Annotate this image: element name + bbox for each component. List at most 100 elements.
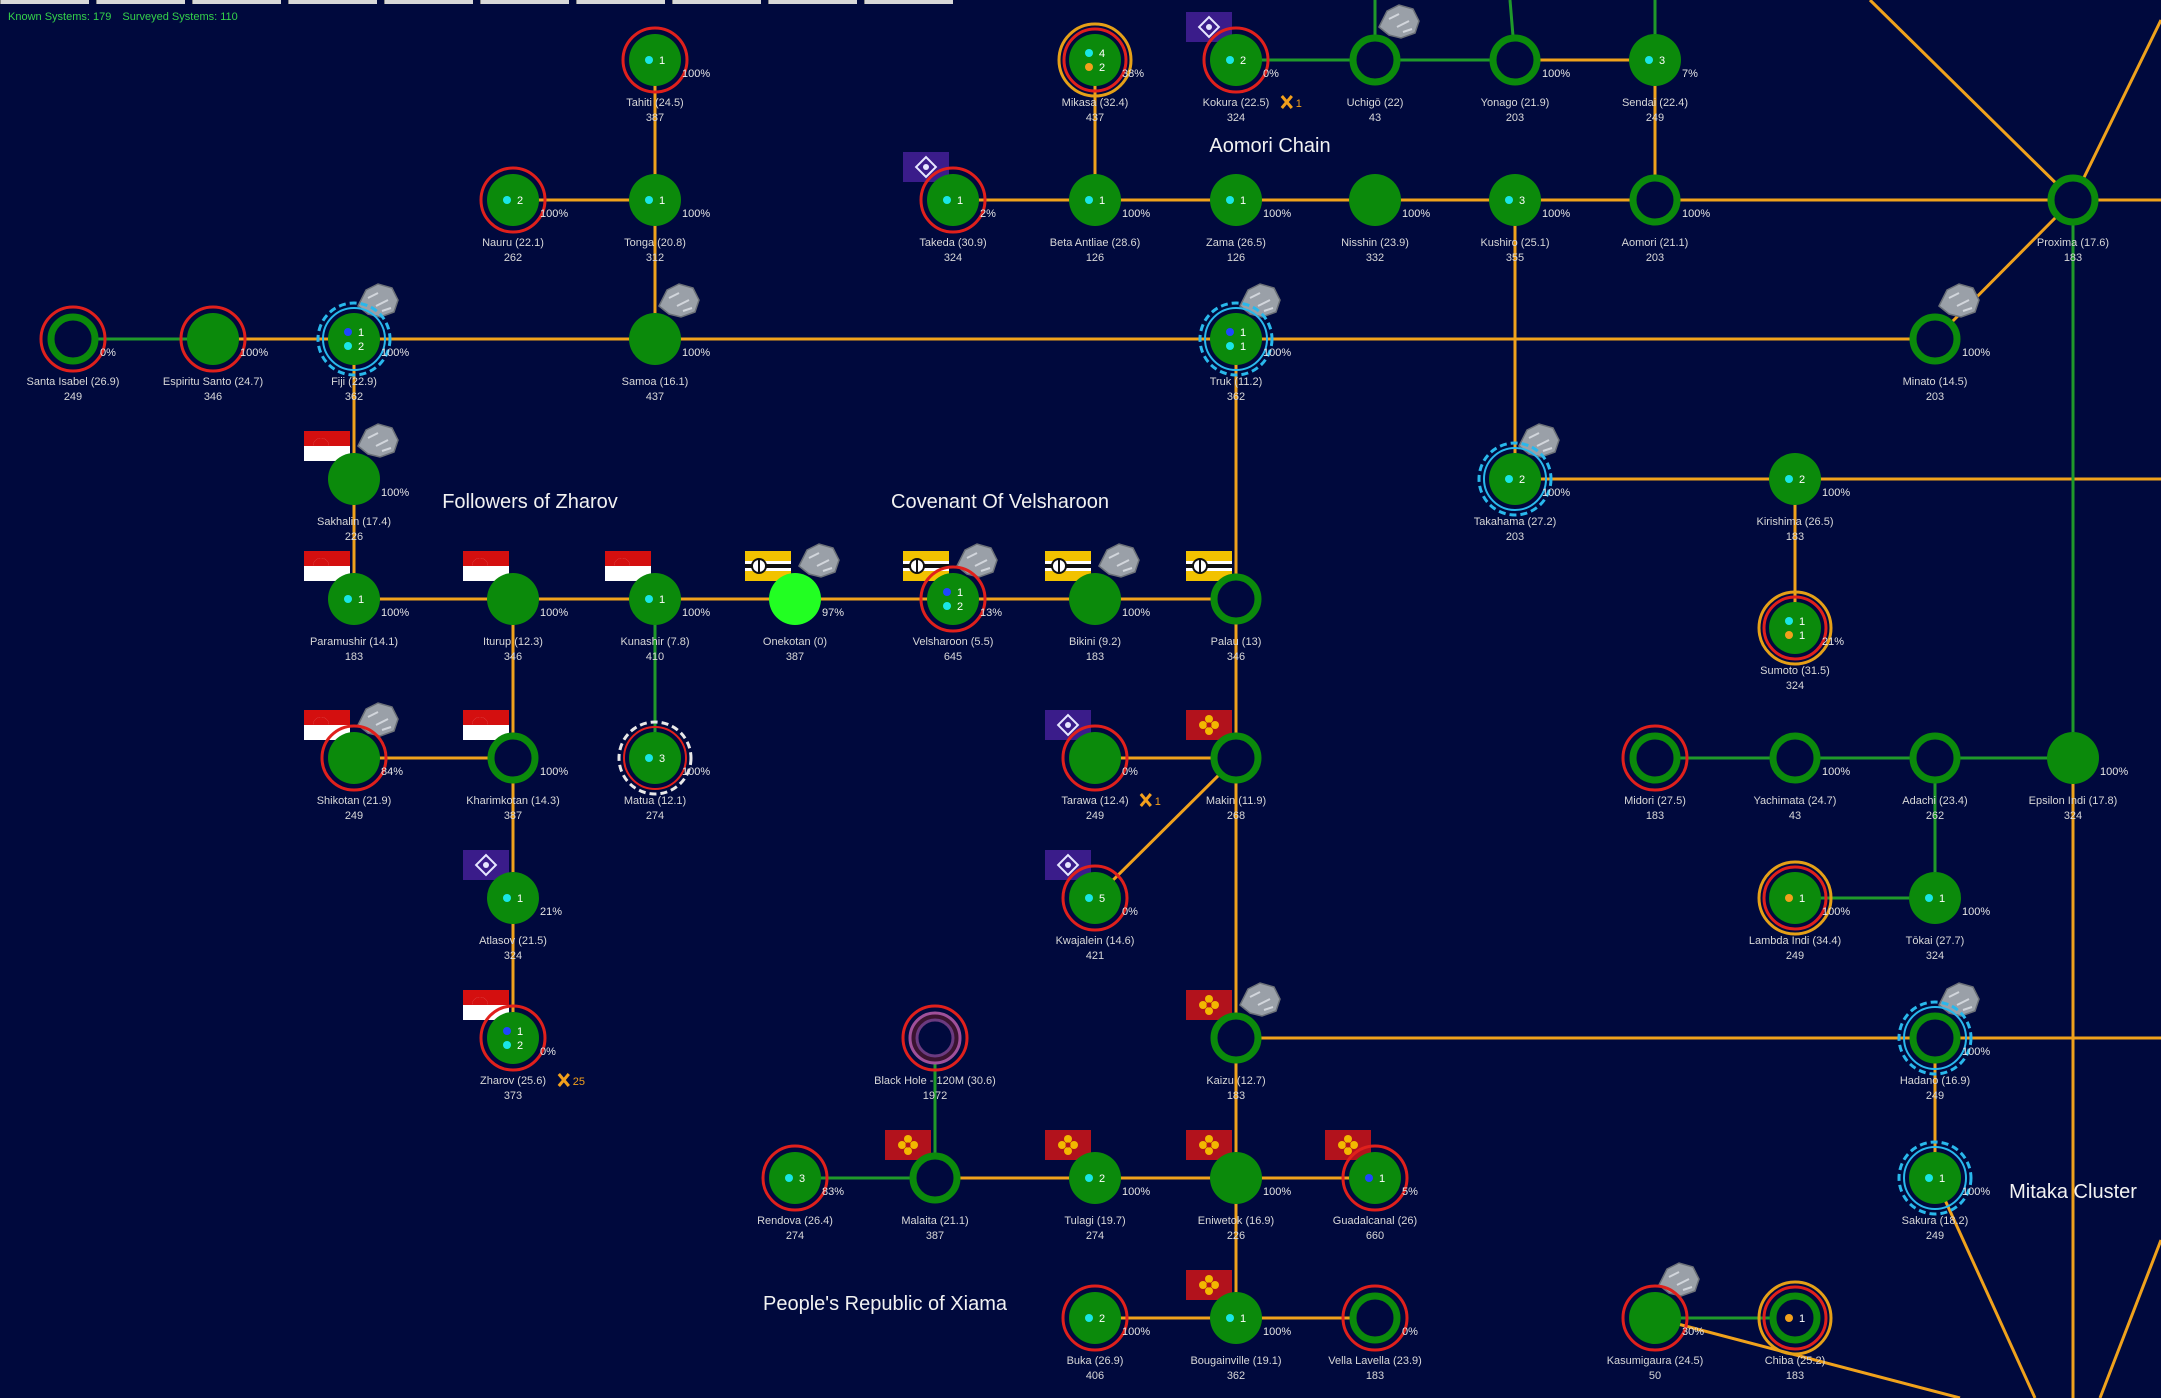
- survey-percent: 100%: [682, 68, 710, 80]
- system-onekotan[interactable]: 97%Onekotan (0)387: [745, 543, 844, 663]
- system-population: 660: [1366, 1230, 1384, 1242]
- system-samoa[interactable]: 100%Samoa (16.1)437: [622, 283, 711, 403]
- system-nisshin[interactable]: 100%Nisshin (23.9)332: [1341, 174, 1430, 264]
- system-name: Zharov (25.6): [480, 1075, 546, 1087]
- system-population: 406: [1086, 1370, 1104, 1382]
- system-black-hole[interactable]: Black Hole - 120M (30.6) 1972: [874, 1004, 996, 1102]
- fleet-count: 1: [659, 594, 665, 606]
- survey-ring: [617, 720, 693, 796]
- fleet-marker-icon: [503, 1027, 511, 1035]
- system-uchigo[interactable]: Uchigō (22)43: [1347, 4, 1420, 124]
- system-yachimata[interactable]: 100%Yachimata (24.7)43: [1754, 732, 1851, 822]
- system-guadalcanal[interactable]: 15%Guadalcanal (26)660: [1325, 1130, 1418, 1242]
- system-bikini[interactable]: 100%Bikini (9.2)183: [1045, 543, 1150, 663]
- system-count-header: Known Systems: 179 Surveyed Systems: 110: [8, 11, 246, 23]
- system-santa-isabel[interactable]: 0%Santa Isabel (26.9)249: [27, 305, 120, 403]
- star-icon: [487, 174, 539, 226]
- system-rendova[interactable]: 383%Rendova (26.4)274: [757, 1144, 844, 1242]
- system-name: Kaizu (12.7): [1206, 1075, 1265, 1087]
- fleet-marker-icon: [1226, 196, 1234, 204]
- system-kaizu[interactable]: Kaizu (12.7)183: [1186, 982, 1281, 1102]
- star-icon: [1769, 732, 1821, 784]
- survey-percent: 100%: [540, 607, 568, 619]
- fleet-count: 1: [659, 195, 665, 207]
- system-malaita[interactable]: Malaita (21.1)387: [885, 1130, 969, 1242]
- system-aomori[interactable]: 100%Aomori (21.1)203: [1622, 174, 1711, 264]
- claim-ring: [320, 724, 388, 792]
- system-kasumigaura[interactable]: 30%Kasumigaura (24.5)50: [1607, 1262, 1705, 1382]
- claim-ring: [1621, 724, 1689, 792]
- system-proxima[interactable]: Proxima (17.6)183: [2037, 174, 2109, 264]
- system-takeda[interactable]: 12%Takeda (30.9)324: [903, 152, 996, 264]
- claim-ring: [479, 1004, 547, 1072]
- system-population: 183: [345, 651, 363, 663]
- system-iturup[interactable]: 100%Iturup (12.3)346: [463, 551, 568, 663]
- system-eniwetok[interactable]: 100%Eniwetok (16.9)226: [1186, 1130, 1291, 1242]
- fleet-marker-icon: [1226, 56, 1234, 64]
- system-adachi[interactable]: Adachi (23.4)262: [1902, 732, 1968, 822]
- survey-percent: 0%: [1402, 1326, 1418, 1338]
- system-population: 274: [1086, 1230, 1104, 1242]
- system-palau[interactable]: Palau (13)346: [1186, 551, 1262, 663]
- system-population: 274: [646, 810, 664, 822]
- survey-percent: 0%: [540, 1046, 556, 1058]
- system-sendai[interactable]: 37%Sendai (22.4)249: [1622, 34, 1698, 124]
- system-sakhalin[interactable]: 100%Sakhalin (17.4)226: [304, 423, 409, 543]
- system-makin[interactable]: Makin (11.9)268: [1186, 710, 1266, 822]
- system-epsilon-indi[interactable]: 100%Epsilon Indi (17.8)324: [2029, 732, 2129, 822]
- star-icon: [1349, 34, 1401, 86]
- system-kharimkotan[interactable]: 100%Kharimkotan (14.3)387: [463, 710, 568, 822]
- star-icon: [769, 1152, 821, 1204]
- system-espiritu-santo[interactable]: 100%Espiritu Santo (24.7)346: [163, 305, 268, 403]
- system-name: Black Hole - 120M (30.6): [874, 1075, 996, 1087]
- system-shikotan[interactable]: 84%Shikotan (21.9)249: [304, 702, 403, 822]
- system-hadano[interactable]: 100%Hadano (16.9)249: [1897, 982, 1990, 1102]
- system-population: 1972: [923, 1090, 947, 1102]
- survey-percent: 100%: [682, 607, 710, 619]
- system-yonago[interactable]: 100%Yonago (21.9)203: [1481, 34, 1571, 124]
- system-name: Iturup (12.3): [483, 636, 543, 648]
- system-name: Palau (13): [1211, 636, 1262, 648]
- system-name: Guadalcanal (26): [1333, 1215, 1417, 1227]
- fleet-count: 1: [517, 1026, 523, 1038]
- faction-flag-icon: [745, 551, 791, 581]
- system-name: Nauru (22.1): [482, 237, 544, 249]
- system-atlasov[interactable]: 121%Atlasov (21.5)324: [463, 850, 562, 962]
- system-population: 249: [1086, 810, 1104, 822]
- star-icon: [1769, 872, 1821, 924]
- system-minato[interactable]: 100%Minato (14.5)203: [1903, 283, 1991, 403]
- system-kwajalein[interactable]: 50%Kwajalein (14.6)421: [1045, 850, 1138, 962]
- system-vella-lavella[interactable]: 0%Vella Lavella (23.9)183: [1328, 1284, 1422, 1382]
- system-midori[interactable]: Midori (27.5)183: [1621, 724, 1689, 822]
- system-name: Beta Antliae (28.6): [1050, 237, 1141, 249]
- system-name: Buka (26.9): [1067, 1355, 1124, 1367]
